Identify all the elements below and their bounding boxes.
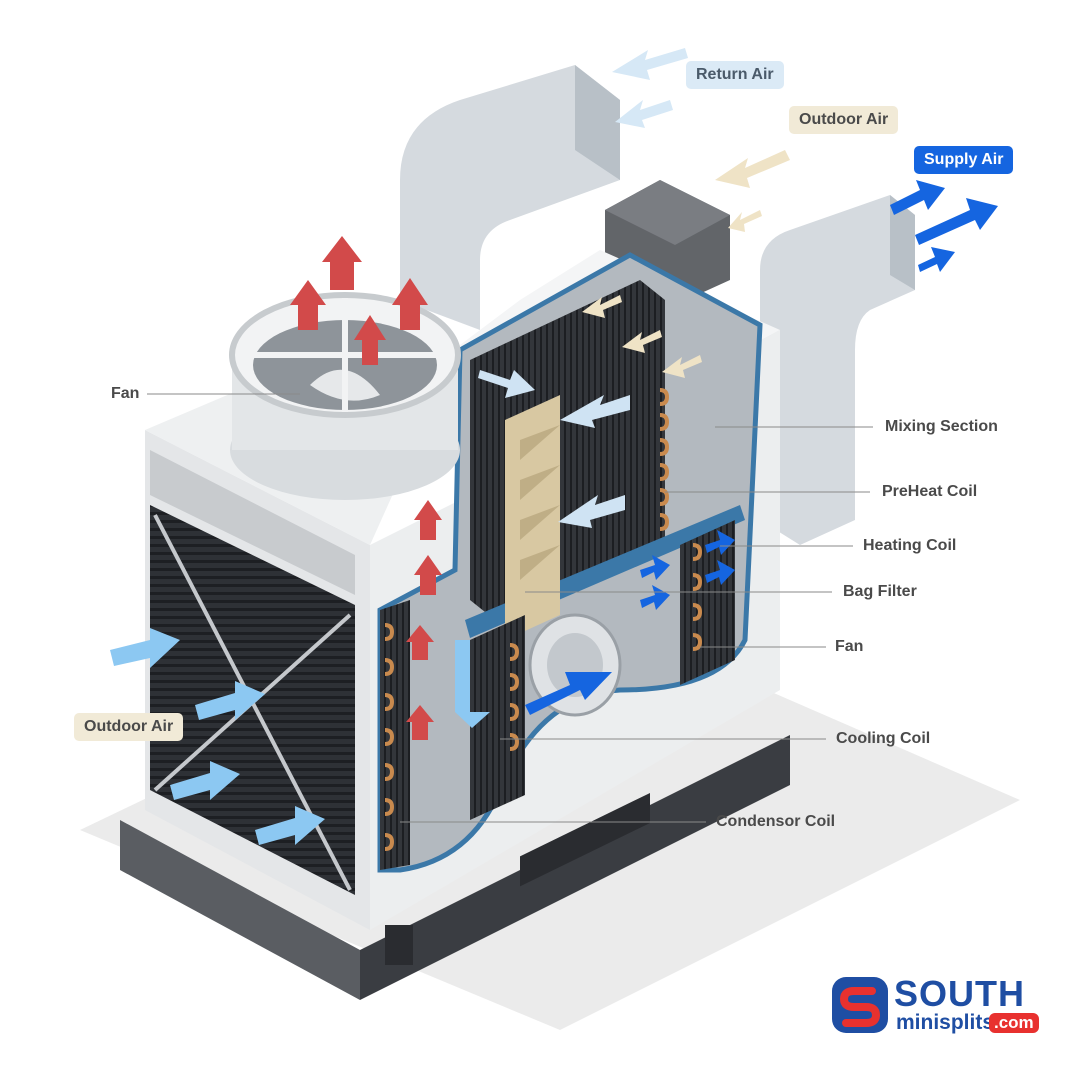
logo-s-mark [832, 977, 888, 1033]
fan-inner-label: Fan [835, 638, 864, 655]
cooling-coil-label: Cooling Coil [836, 730, 931, 747]
base-slot [520, 792, 650, 887]
condenser-coil-block [380, 600, 410, 870]
condensor-coil-label: Condensor Coil [716, 813, 836, 830]
fan-top-label: Fan [111, 385, 140, 402]
outdoor-air-top-label: Outdoor Air [789, 106, 899, 134]
return-air-duct [400, 65, 620, 330]
bag-filter-label: Bag Filter [843, 583, 917, 600]
heating-coil-label: Heating Coil [863, 537, 957, 554]
condenser-panel-band [150, 450, 355, 595]
cutaway-edge [377, 252, 763, 873]
mixing-section-label: Mixing Section [885, 418, 998, 435]
bag-filter-pleats [520, 425, 560, 580]
logo-tld: .com [989, 1013, 1039, 1033]
supply-air-label: Supply Air [914, 146, 1014, 174]
logo-brand: SOUTH [894, 973, 1025, 1014]
mixed-air-arrows [455, 370, 630, 728]
preheat-coil-label: PreHeat Coil [882, 483, 978, 500]
heating-coil-block [680, 520, 735, 685]
outdoor-air-arrows-top [582, 150, 790, 378]
base-left-face [120, 820, 360, 1000]
return-duct-side [575, 65, 620, 180]
hot-air-arrows [290, 236, 442, 740]
outdoor-air-arrows-left [110, 628, 325, 845]
outdoor-air-left-label: Outdoor Air [74, 713, 184, 741]
base-slot [385, 925, 413, 965]
logo-sub: minisplits [896, 1011, 995, 1034]
cooling-coil-block [470, 615, 525, 820]
supply-duct-side [890, 195, 915, 290]
return-air-label: Return Air [686, 61, 784, 89]
leader-lines [147, 393, 873, 823]
supply-air-duct [760, 195, 915, 545]
south-minisplits-logo: SOUTH minisplits .com [832, 973, 1047, 1039]
base-front-face [360, 735, 790, 1000]
return-air-arrows [612, 48, 688, 128]
supply-air-arrows [525, 180, 998, 715]
intake-top [605, 180, 730, 245]
